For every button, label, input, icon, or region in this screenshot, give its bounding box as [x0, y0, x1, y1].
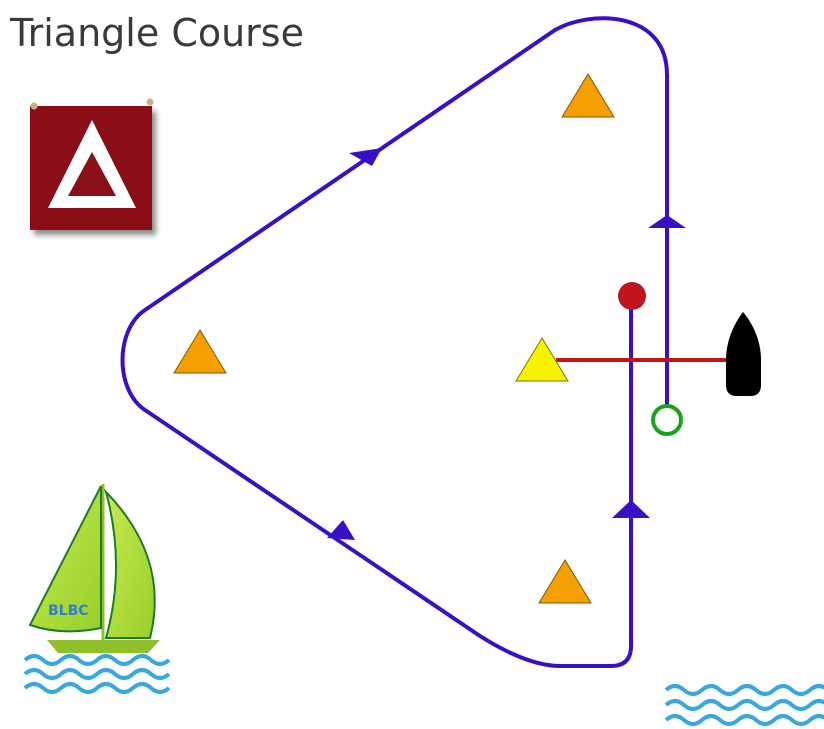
rounding-mark-icon [561, 73, 615, 118]
rounding-mark-icon [538, 559, 592, 604]
sailboat-logo-icon: BLBC [28, 484, 160, 653]
page-title: Triangle Course [9, 11, 304, 55]
rounding-mark-icon [173, 329, 227, 374]
logo-text: BLBC [48, 603, 89, 619]
direction-arrow-icon [648, 215, 686, 228]
triangle-course-flag-icon [30, 98, 154, 230]
course-path [120, 16, 669, 668]
finish-buoy-icon [651, 404, 683, 436]
waves-icon [664, 684, 824, 726]
start-mark-icon [515, 337, 569, 382]
pin-buoy-icon [618, 282, 646, 310]
direction-arrow-icon [327, 520, 355, 540]
direction-arrow-icon [349, 148, 382, 166]
committee-boat-icon [726, 312, 761, 396]
direction-arrow-icon [612, 500, 650, 518]
waves-icon [23, 654, 171, 694]
